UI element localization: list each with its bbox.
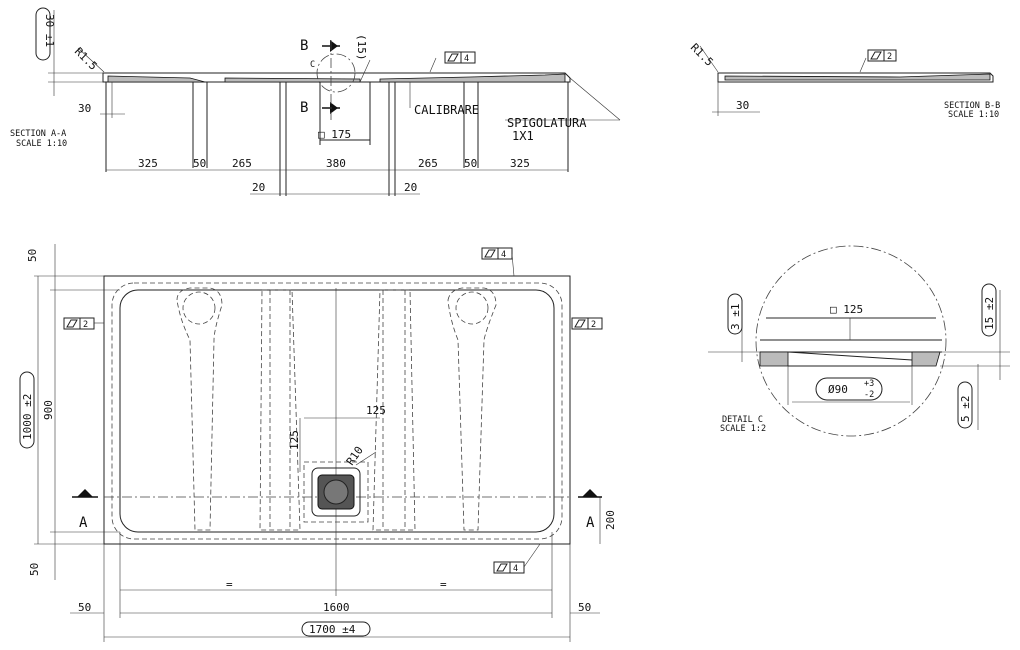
plan-flat-right: 2: [591, 320, 596, 330]
span-5: 265: [418, 157, 438, 170]
plan-flat-top: 4: [501, 250, 506, 260]
plan-view: 4 2 2 4 50 50 1000 ±2 900 125: [19, 244, 617, 642]
detail-tol-minus: -2: [864, 390, 874, 400]
flatness-box-top: 4: [481, 247, 515, 277]
section-aa-calibrare: CALIBRARE: [414, 103, 479, 117]
section-aa-title: SECTION A-A: [10, 129, 66, 139]
section-aa-height-tol: 30 ±1: [43, 14, 56, 47]
flatness-box-left: 2: [63, 317, 104, 330]
plan-section-right: A: [586, 515, 595, 531]
section-aa-detail-marker: C: [310, 60, 315, 70]
plan-left-margin: 50: [78, 601, 91, 614]
plan-overall-height: 1000 ±2: [21, 394, 34, 440]
gap-left: 20: [252, 181, 265, 194]
plan-drain-height: 125: [288, 430, 301, 450]
section-aa-flatness: 4: [464, 54, 469, 64]
plan-eq-left: =: [226, 578, 233, 591]
section-bb-title: SECTION B-B: [944, 101, 1000, 111]
plan-overall-width: 1700 ±4: [309, 623, 356, 636]
span-1: 325: [138, 157, 158, 170]
plan-section-left: A: [79, 515, 88, 531]
section-bb-flatness: 2: [887, 52, 892, 62]
section-bb: 2 R1.5 30 SECTION B-B SCALE 1:10: [688, 41, 1000, 120]
detail-diameter: Ø90: [828, 383, 848, 396]
section-aa-spigolatura-size: 1X1: [512, 129, 534, 143]
plan-top-margin: 50: [26, 249, 39, 262]
plan-inner-height: 900: [42, 400, 55, 420]
plan-drain-radius: R10: [344, 444, 366, 468]
section-aa-spigolatura: SPIGOLATURA: [507, 116, 587, 130]
detail-right-bottom-tol: 5 ±2: [959, 396, 972, 423]
section-aa: 4 SECTION A-A SCALE 1:10 R1.5 30 ±1 30 B…: [10, 7, 621, 196]
span-7: 325: [510, 157, 530, 170]
span-3: 265: [232, 157, 252, 170]
plan-eq-right: =: [440, 578, 447, 591]
plan-inner-width: 1600: [323, 601, 350, 614]
section-aa-drain-square: □ 175: [318, 128, 351, 141]
span-2: 50: [193, 157, 206, 170]
gap-right: 20: [404, 181, 417, 194]
section-aa-marker-bottom: B: [300, 100, 308, 116]
section-bb-edge-dim: 30: [736, 99, 749, 112]
detail-tol-plus: +3: [864, 379, 874, 389]
flatness-box-right: 2: [571, 317, 603, 330]
plan-drain-offset: 200: [604, 510, 617, 530]
plan-drain-width: 125: [366, 404, 386, 417]
plan-bottom-margin: 50: [28, 563, 41, 576]
section-aa-paren-dim: (15): [355, 34, 368, 61]
section-aa-radius: R1.5: [72, 45, 100, 73]
detail-c: □ 125 Ø90 +3 -2 3 ±1 15 ±2 5 ±2 DETAIL C…: [708, 245, 1010, 437]
section-aa-scale: SCALE 1:10: [16, 139, 67, 149]
span-4: 380: [326, 157, 346, 170]
detail-square: □ 125: [830, 303, 863, 316]
section-aa-marker-top: B: [300, 38, 308, 54]
flatness-box-bottom: 4: [493, 543, 541, 574]
detail-left-tol: 3 ±1: [729, 304, 742, 331]
section-aa-edge-dim: 30: [78, 102, 91, 115]
plan-flat-bottom: 4: [513, 564, 518, 574]
section-bb-radius: R1.5: [688, 41, 716, 69]
section-bb-scale: SCALE 1:10: [948, 110, 999, 120]
plan-right-margin: 50: [578, 601, 591, 614]
plan-flat-left: 2: [83, 320, 88, 330]
detail-scale: SCALE 1:2: [720, 424, 766, 434]
detail-right-top-tol: 15 ±2: [983, 297, 996, 330]
detail-title: DETAIL C: [722, 415, 763, 425]
span-6: 50: [464, 157, 477, 170]
